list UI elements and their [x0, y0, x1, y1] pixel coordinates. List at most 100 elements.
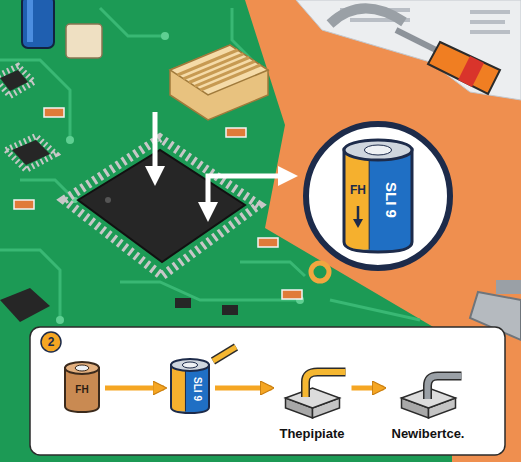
- polarity-arrow: [357, 206, 360, 221]
- capacitor-body: [171, 365, 209, 413]
- circuit-trace: [330, 300, 420, 320]
- capacitor: [27, 0, 33, 42]
- document: [470, 10, 510, 14]
- resistor: [258, 238, 278, 247]
- solder-pad: [66, 136, 74, 144]
- part-marking: SLI 9: [384, 182, 399, 218]
- resistor: [226, 128, 246, 137]
- step-caption: Thepipiate: [279, 427, 344, 440]
- text-slot: SLI 9: [189, 367, 205, 411]
- small-chip: [6, 136, 56, 170]
- microchip: [78, 150, 245, 262]
- small-chip: [0, 66, 238, 322]
- pliers: [496, 280, 521, 294]
- step-panel: [30, 327, 505, 455]
- step-panel: [30, 327, 505, 455]
- part-marking: FH: [350, 184, 366, 196]
- small-chip: [12, 140, 50, 165]
- text-slot: FH: [68, 382, 96, 398]
- pin-header: [170, 45, 268, 95]
- small-chip: [0, 66, 34, 96]
- screwdriver: [458, 56, 484, 87]
- document: [296, 0, 521, 100]
- lead-wire: [305, 372, 345, 397]
- part-marking: SLI 9: [192, 377, 202, 401]
- lead-wire: [427, 376, 461, 399]
- solder-joint-step: Thepipiate: [276, 366, 349, 444]
- band-divider: [369, 150, 370, 250]
- shape-group: [401, 376, 461, 418]
- capacitor-zoom-shape: [341, 136, 415, 256]
- capacitor-icon: SLI 9: [168, 355, 212, 417]
- pin-header: [195, 61, 255, 86]
- small-chip: [0, 70, 28, 91]
- capacitor-body: [344, 150, 412, 252]
- circuit-trace: [100, 8, 165, 36]
- capacitor-top: [171, 359, 209, 371]
- zoom-circle: [306, 124, 450, 268]
- shape-group: [285, 372, 345, 418]
- shape-group: [65, 362, 99, 412]
- capacitor-vent: [364, 145, 391, 155]
- pointer-arrow: [208, 176, 288, 212]
- capacitor-band: [344, 150, 369, 250]
- capacitor: [22, 0, 54, 48]
- polarity-arrow: [353, 219, 363, 228]
- pin-header: [189, 58, 249, 83]
- document: [330, 8, 404, 24]
- shape-group: [171, 359, 209, 413]
- part-marking: FH: [75, 385, 88, 395]
- capacitor-outline: [344, 150, 412, 252]
- circuit-trace: [120, 282, 300, 300]
- solder-pad: [56, 32, 304, 324]
- screwdriver: [396, 30, 440, 52]
- badge-circle: [41, 332, 61, 352]
- component: [66, 24, 102, 58]
- capacitor-outline: [171, 365, 209, 413]
- capacitor-icon-shape: [168, 355, 212, 417]
- capacitor-lead: [213, 347, 236, 361]
- screwdriver: [428, 42, 500, 94]
- pointer-arrow: [155, 112, 288, 212]
- capacitor-top: [344, 140, 412, 160]
- resistor: [282, 290, 302, 299]
- solder-pad: [161, 32, 169, 40]
- microchip: [64, 138, 259, 276]
- capacitor: [22, 0, 54, 48]
- text-slot: Newibertce.: [388, 424, 469, 442]
- document: [470, 20, 505, 24]
- circuit-trace: [0, 8, 420, 320]
- solder-joint-step: Newibertce.: [388, 366, 469, 444]
- resistor: [14, 108, 302, 299]
- step-caption: Newibertce.: [392, 427, 465, 440]
- capacitor-band: [171, 365, 185, 412]
- resistor: [14, 200, 34, 209]
- callout-number: 2: [48, 336, 55, 348]
- joint-icon: [285, 372, 345, 418]
- pin-header: [178, 50, 261, 90]
- pin-header: [170, 45, 268, 120]
- small-chip: [222, 305, 238, 315]
- microchip: [64, 138, 259, 276]
- band-divider: [185, 365, 186, 412]
- document: [470, 30, 510, 34]
- small-chip: [0, 288, 50, 322]
- resistor: [44, 108, 64, 117]
- capacitor-vent: [75, 365, 89, 371]
- callout-number: 2: [40, 331, 62, 353]
- screwdriver: [396, 30, 500, 94]
- capacitor-icon: FH: [62, 358, 102, 416]
- capacitor-zoom: FH SLI 9: [341, 136, 415, 256]
- pin-header: [170, 45, 268, 120]
- text-slot: Thepipiate: [276, 424, 349, 442]
- step-arrow: [105, 386, 164, 391]
- circuit-trace: [240, 262, 305, 276]
- microchip: [105, 197, 111, 203]
- lead-wire: [305, 372, 345, 397]
- gold-pad: [311, 263, 329, 281]
- capacitor-lead: [213, 347, 236, 361]
